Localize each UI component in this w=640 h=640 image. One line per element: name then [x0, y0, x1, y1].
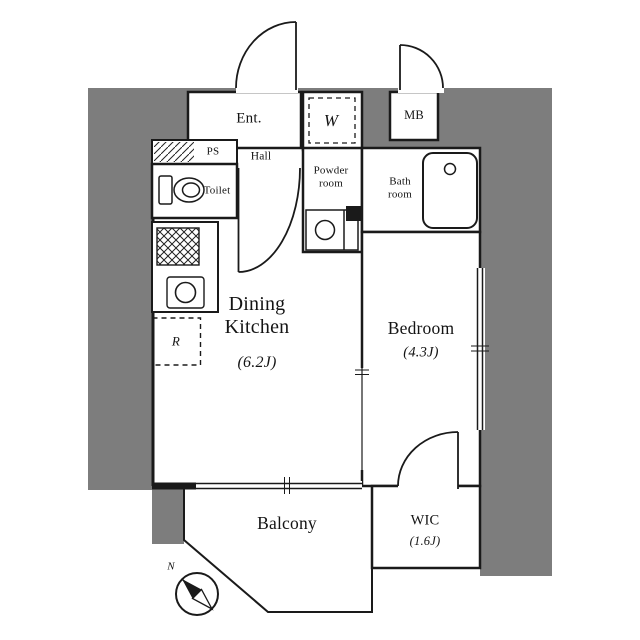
- bedroom-label: Bedroom: [387, 317, 455, 338]
- entrance-door-swing: [235, 21, 297, 89]
- meter-box-door-swing: [399, 44, 444, 89]
- wic-size: (1.6J): [409, 533, 441, 548]
- balcony-label: Balcony: [257, 512, 317, 533]
- entrance-label: Ent.: [236, 110, 262, 127]
- refrigerator-label: R: [171, 333, 181, 349]
- hall-label: Hall: [250, 150, 272, 163]
- dining-kitchen-size: (6.2J): [237, 353, 277, 371]
- kitchen-sink-icon: [166, 276, 205, 309]
- pillar: [346, 206, 362, 221]
- washer-label: W: [323, 111, 339, 131]
- ps-hatch: [154, 142, 194, 162]
- powder-room-label: Powder room: [313, 164, 349, 189]
- windows: [196, 268, 489, 494]
- room-shapes: [150, 90, 482, 613]
- refrigerator-space: [151, 317, 202, 366]
- compass-north-icon: [175, 572, 219, 616]
- toilet-icon: [158, 175, 205, 205]
- bedroom-size: (4.3J): [403, 344, 439, 361]
- balcony-window: [196, 481, 362, 491]
- washer-area: [301, 90, 364, 152]
- doors: [235, 21, 459, 490]
- washer-pan: [308, 97, 356, 144]
- toilet-label: Toilet: [203, 184, 231, 197]
- hall-door-swing: [238, 167, 301, 273]
- entrance-area: [186, 90, 303, 150]
- hall-area: [237, 148, 303, 218]
- wic-door-swing: [397, 431, 459, 487]
- wic-area: [370, 484, 482, 570]
- bath-room-label: Bath room: [387, 175, 413, 200]
- wic-label: WIC: [410, 512, 440, 529]
- bathtub-icon: [422, 152, 478, 229]
- dining-kitchen-label: Dining Kitchen: [224, 293, 290, 338]
- bedroom-window: [475, 268, 485, 430]
- meter-box-label: MB: [404, 107, 424, 122]
- kitchen-unit: [151, 221, 219, 313]
- stove-icon: [156, 227, 200, 266]
- compass-north-label: N: [167, 560, 175, 573]
- ps-label: PS: [206, 145, 220, 158]
